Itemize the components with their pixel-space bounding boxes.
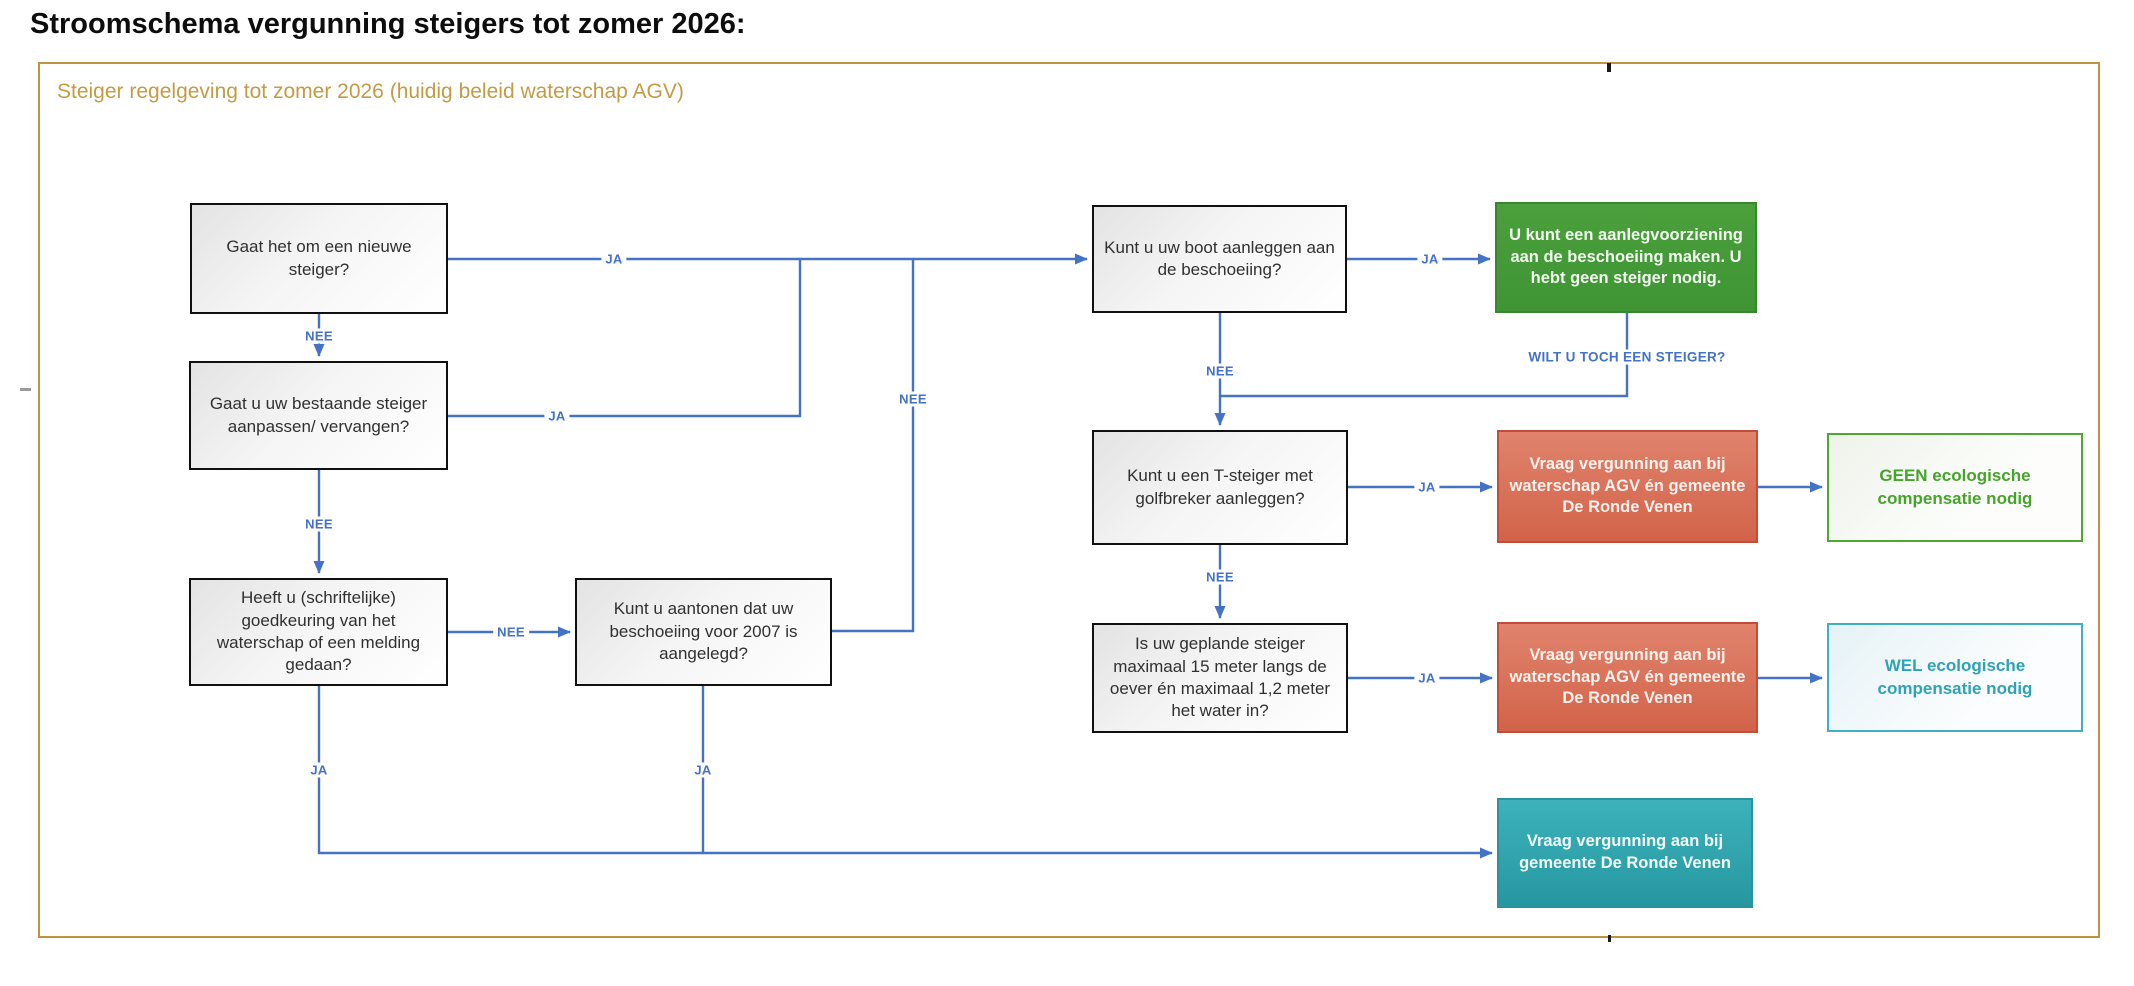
node-result-vergunning-agv-gemeente-1: Vraag vergunning aan bij waterschap AGV … — [1497, 430, 1758, 543]
diagram-subtitle: Steiger regelgeving tot zomer 2026 (huid… — [57, 80, 684, 103]
edge-label-wilt-u-toch-een-steiger: WILT U TOCH EEN STEIGER? — [1524, 349, 1730, 365]
edge-label-ja-goedkeuring: JA — [306, 762, 332, 778]
edge-label-ja-tsteiger: JA — [1414, 479, 1440, 495]
edge-label-ja-bestaande: JA — [544, 408, 570, 424]
edge-label-ja-15m: JA — [1414, 670, 1440, 686]
node-question-beschoeiing-2007: Kunt u aantonen dat uw beschoeiing voor … — [575, 578, 832, 686]
cursor-tick-bottom — [1608, 935, 1611, 942]
edge-label-nee-bestaande: NEE — [301, 516, 337, 532]
edge-label-ja-boot: JA — [1417, 251, 1443, 267]
node-question-t-steiger-golfbreker: Kunt u een T-steiger met golfbreker aanl… — [1092, 430, 1348, 545]
page-title: Stroomschema vergunning steigers tot zom… — [30, 8, 746, 40]
node-result-aanlegvoorziening: U kunt een aanlegvoorziening aan de besc… — [1495, 202, 1757, 313]
node-question-boot-beschoeiing: Kunt u uw boot aanleggen aan de beschoei… — [1092, 205, 1347, 313]
edge-label-nee-nieuwe: NEE — [301, 328, 337, 344]
edge-label-ja-2007: JA — [690, 762, 716, 778]
node-question-15-meter: Is uw geplande steiger maximaal 15 meter… — [1092, 623, 1348, 733]
node-question-nieuwe-steiger: Gaat het om een nieuwe steiger? — [190, 203, 448, 314]
node-result-vergunning-gemeente: Vraag vergunning aan bij gemeente De Ron… — [1497, 798, 1753, 908]
node-result-vergunning-agv-gemeente-2: Vraag vergunning aan bij waterschap AGV … — [1497, 622, 1758, 733]
node-question-goedkeuring-waterschap: Heeft u (schriftelijke) goedkeuring van … — [189, 578, 448, 686]
diagram-frame — [38, 62, 2100, 938]
edge-label-nee-2007: NEE — [895, 391, 931, 407]
stray-dash-mark — [20, 388, 31, 391]
node-outcome-wel-compensatie: WEL ecologische compensatie nodig — [1827, 623, 2083, 732]
cursor-tick-top — [1607, 63, 1611, 72]
edge-label-ja-nieuwe: JA — [601, 251, 627, 267]
edge-label-nee-tsteiger: NEE — [1202, 569, 1238, 585]
edge-label-nee-goedkeuring: NEE — [493, 624, 529, 640]
node-outcome-geen-compensatie: GEEN ecologische compensatie nodig — [1827, 433, 2083, 542]
node-question-bestaande-steiger: Gaat u uw bestaande steiger aanpassen/ v… — [189, 361, 448, 470]
edge-label-nee-boot: NEE — [1202, 363, 1238, 379]
